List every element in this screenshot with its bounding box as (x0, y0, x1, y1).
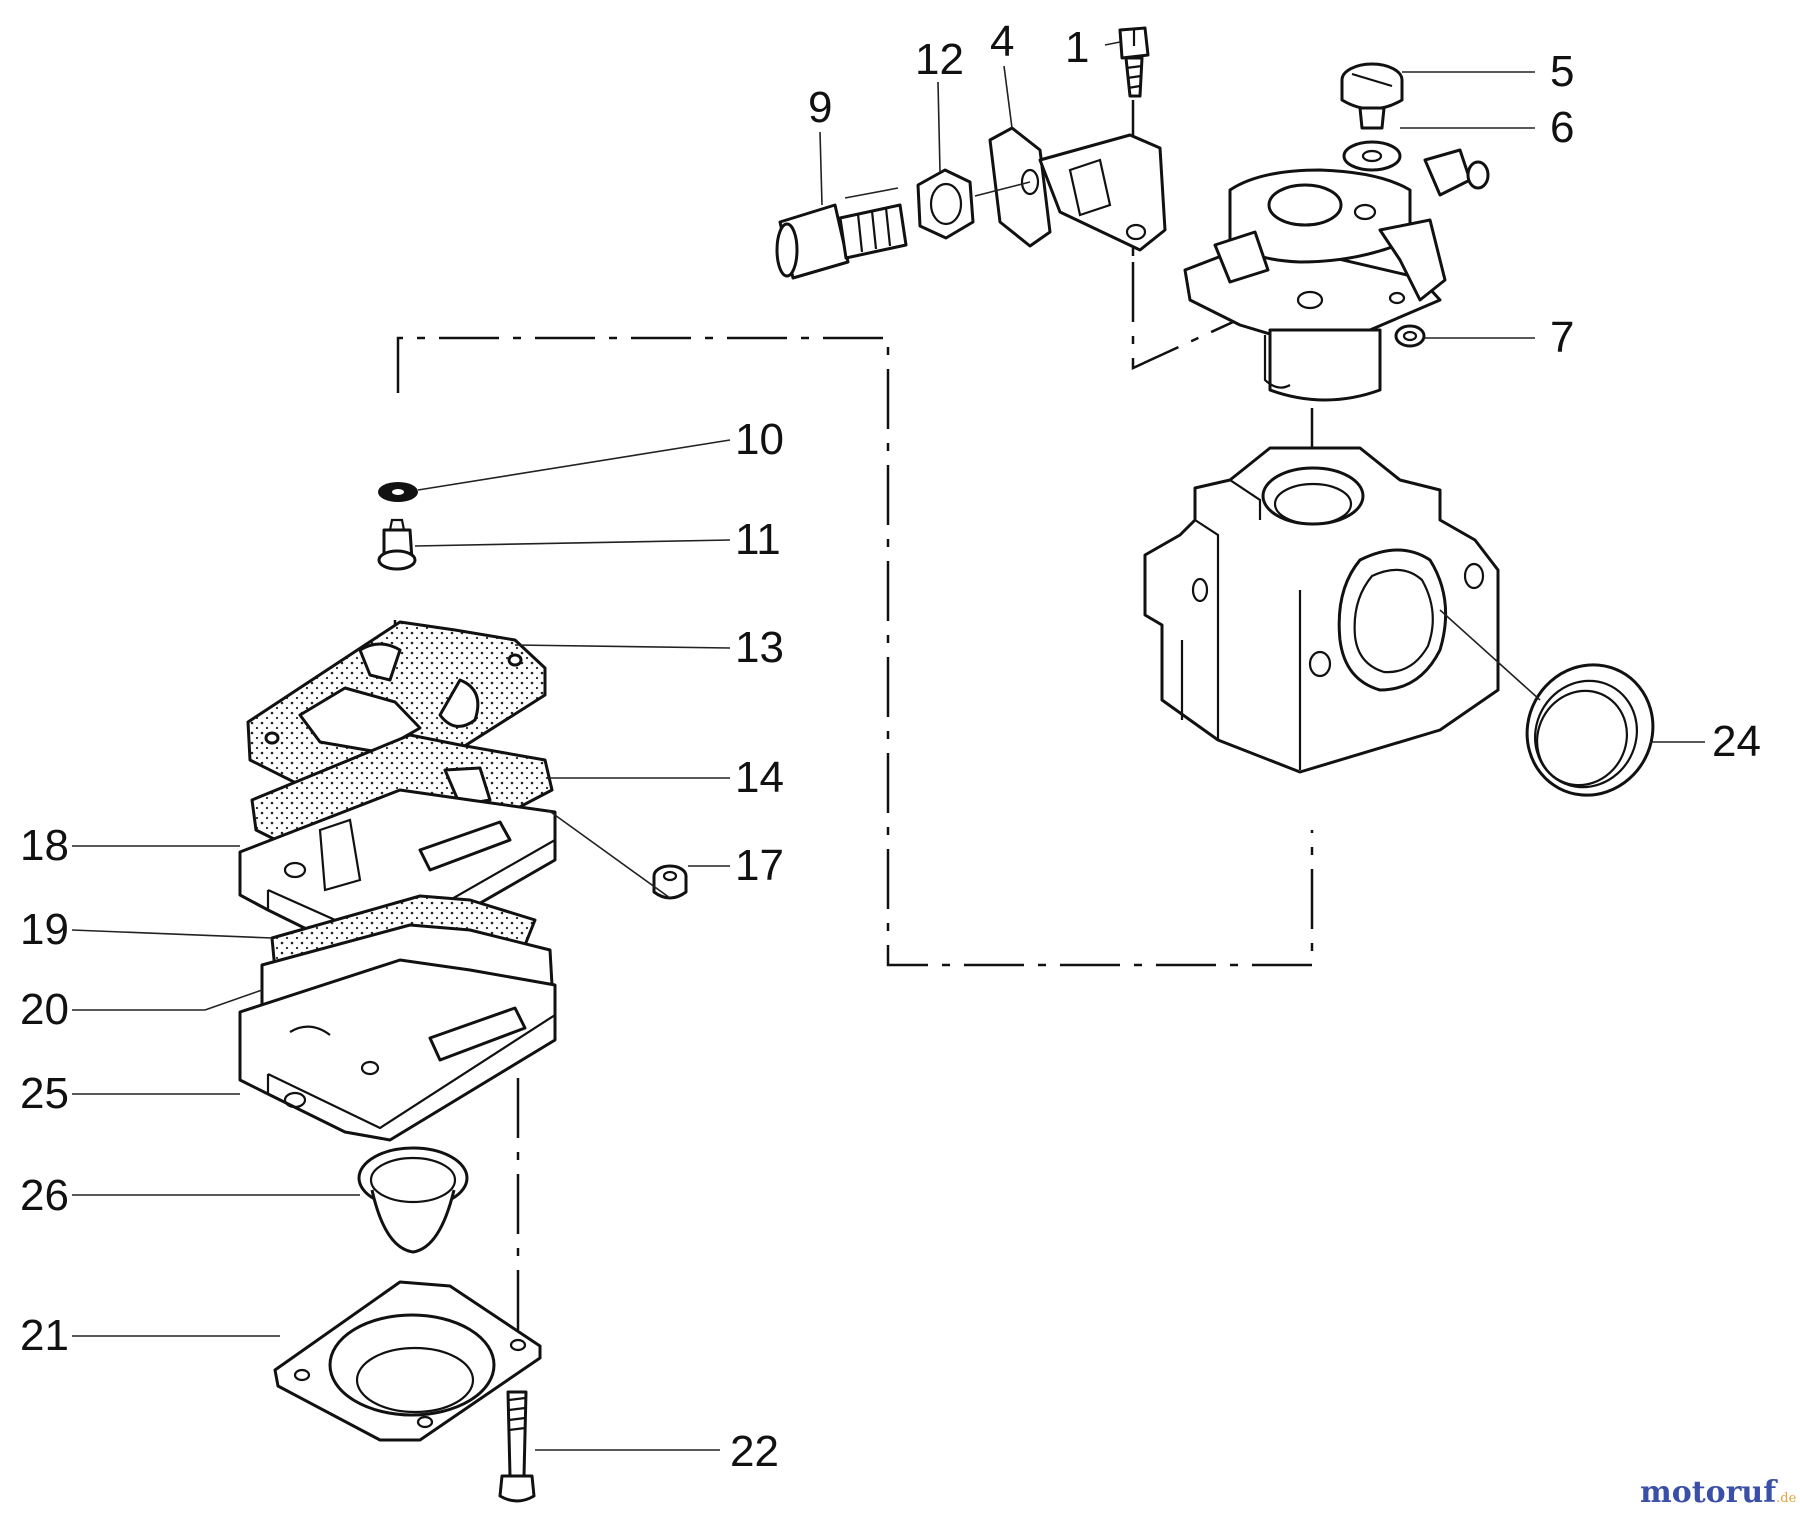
part-11-valve (377, 518, 417, 571)
callout-21: 21 (20, 1311, 69, 1360)
part-9-nipple (775, 203, 908, 280)
part-22-long-screw (498, 1390, 536, 1503)
callout-19: 19 (20, 905, 69, 954)
part-25-pump-cover (238, 958, 557, 1142)
callout-20: 20 (20, 985, 69, 1034)
part-26-primer-bulb (357, 1146, 469, 1254)
part-17-cap (652, 864, 688, 900)
part-5-cap-screw (1340, 62, 1404, 130)
watermark-brand: motoruf (1640, 1475, 1778, 1510)
callout-labels: 1 4 5 6 7 9 12 10 11 13 14 17 18 19 20 2… (20, 17, 1761, 1476)
callout-22: 22 (730, 1427, 779, 1476)
callout-13: 13 (735, 623, 784, 672)
callout-12: 12 (915, 35, 964, 84)
callout-7: 7 (1550, 313, 1574, 362)
part-24-seal-ring (1525, 663, 1655, 797)
callout-14: 14 (735, 753, 784, 802)
callout-6: 6 (1550, 103, 1574, 152)
callout-9: 9 (808, 83, 832, 132)
callout-1: 1 (1065, 23, 1089, 72)
callout-10: 10 (735, 415, 784, 464)
callout-18: 18 (20, 821, 69, 870)
callout-5: 5 (1550, 47, 1574, 96)
callout-4: 4 (990, 17, 1014, 66)
callout-24: 24 (1712, 717, 1761, 766)
part-10-washer (378, 482, 418, 502)
part-21-cover-plate (273, 1280, 542, 1442)
part-7-small-washer (1394, 324, 1426, 348)
assembly-dash-line-carb (1131, 262, 1271, 370)
callout-26: 26 (20, 1171, 69, 1220)
part-1-screw (1118, 26, 1150, 98)
watermark-tld: .de (1776, 1491, 1796, 1506)
watermark-logo: motoruf.de (1640, 1475, 1797, 1510)
part-4-bracket (988, 126, 1167, 252)
callout-17: 17 (735, 841, 784, 890)
part-6-washer (1342, 140, 1402, 172)
callout-25: 25 (20, 1069, 69, 1118)
leader-lines (71, 41, 1705, 1451)
assembly-dash-line-main (396, 336, 1314, 967)
callout-11: 11 (735, 515, 781, 564)
part-12-nut (916, 168, 975, 240)
part-carburetor-body (1143, 446, 1500, 774)
svg-text:motoruf.de: motoruf.de (1640, 1475, 1797, 1510)
part-carburetor-top (1183, 148, 1490, 402)
part-13-gasket (246, 620, 547, 808)
